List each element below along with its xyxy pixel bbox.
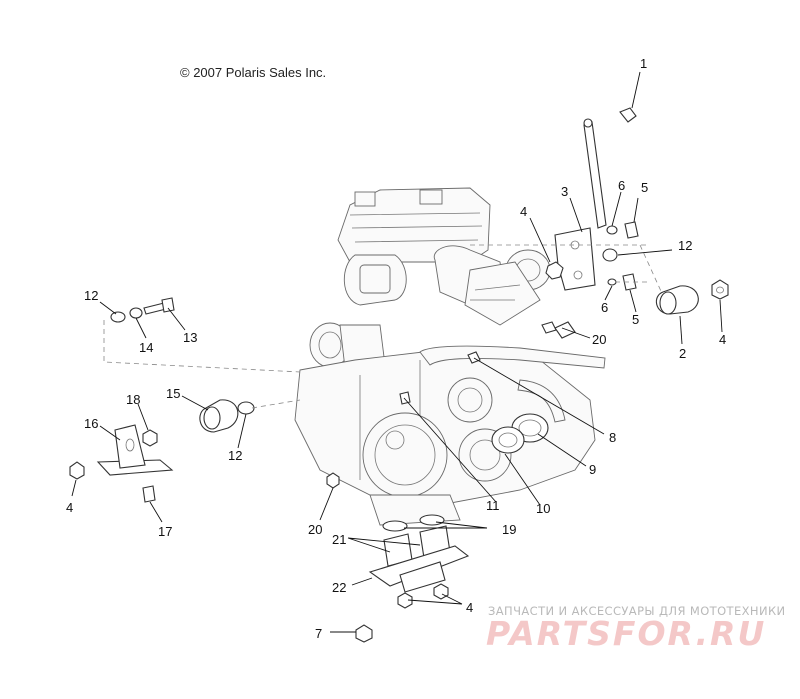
callout-20b: 20 bbox=[308, 522, 322, 537]
watermark-tagline: ЗАПЧАСТИ И АКСЕССУАРЫ ДЛЯ МОТОТЕХНИКИ bbox=[488, 604, 786, 618]
callout-2: 2 bbox=[679, 346, 686, 361]
callout-5b: 5 bbox=[632, 312, 639, 327]
callout-16: 16 bbox=[84, 416, 98, 431]
left-bolt-set bbox=[103, 297, 301, 373]
callout-12a: 12 bbox=[678, 238, 692, 253]
callout-12c: 12 bbox=[228, 448, 242, 463]
engine-illustration bbox=[294, 187, 606, 526]
copyright-text: © 2007 Polaris Sales Inc. bbox=[180, 65, 327, 80]
callout-18: 18 bbox=[126, 392, 140, 407]
callout-4c: 4 bbox=[66, 500, 73, 515]
callout-21: 21 bbox=[332, 532, 346, 547]
callout-6b: 6 bbox=[601, 300, 608, 315]
left-mount-isolator bbox=[199, 399, 301, 433]
callout-9: 9 bbox=[589, 462, 596, 477]
callout-20a: 20 bbox=[592, 332, 606, 347]
callout-8: 8 bbox=[609, 430, 616, 445]
callout-11: 11 bbox=[486, 498, 500, 513]
callout-3: 3 bbox=[561, 184, 568, 199]
right-mount-isolator bbox=[655, 279, 729, 315]
callout-19: 19 bbox=[502, 522, 516, 537]
callout-14: 14 bbox=[139, 340, 153, 355]
upper-mount-linkage bbox=[470, 107, 666, 301]
callout-17: 17 bbox=[158, 524, 172, 539]
callout-6a: 6 bbox=[618, 178, 625, 193]
callout-15: 15 bbox=[166, 386, 180, 401]
watermark-logo: PARTSFOR.RU bbox=[486, 614, 767, 653]
callout-22: 22 bbox=[332, 580, 346, 595]
callout-1: 1 bbox=[640, 56, 647, 71]
callout-7: 7 bbox=[315, 626, 322, 641]
lower-mount-assembly bbox=[326, 321, 576, 643]
callout-12b: 12 bbox=[84, 288, 98, 303]
leader-lines bbox=[71, 71, 723, 633]
front-mount-bracket bbox=[69, 424, 174, 503]
callout-labels: 1 2 3 4 4 4 4 5 5 6 6 7 8 9 10 11 12 12 … bbox=[66, 56, 726, 641]
callout-4d: 4 bbox=[466, 600, 473, 615]
callout-13: 13 bbox=[183, 330, 197, 345]
callout-4b: 4 bbox=[719, 332, 726, 347]
callout-4a: 4 bbox=[520, 204, 527, 219]
callout-5a: 5 bbox=[641, 180, 648, 195]
callout-10: 10 bbox=[536, 501, 550, 516]
